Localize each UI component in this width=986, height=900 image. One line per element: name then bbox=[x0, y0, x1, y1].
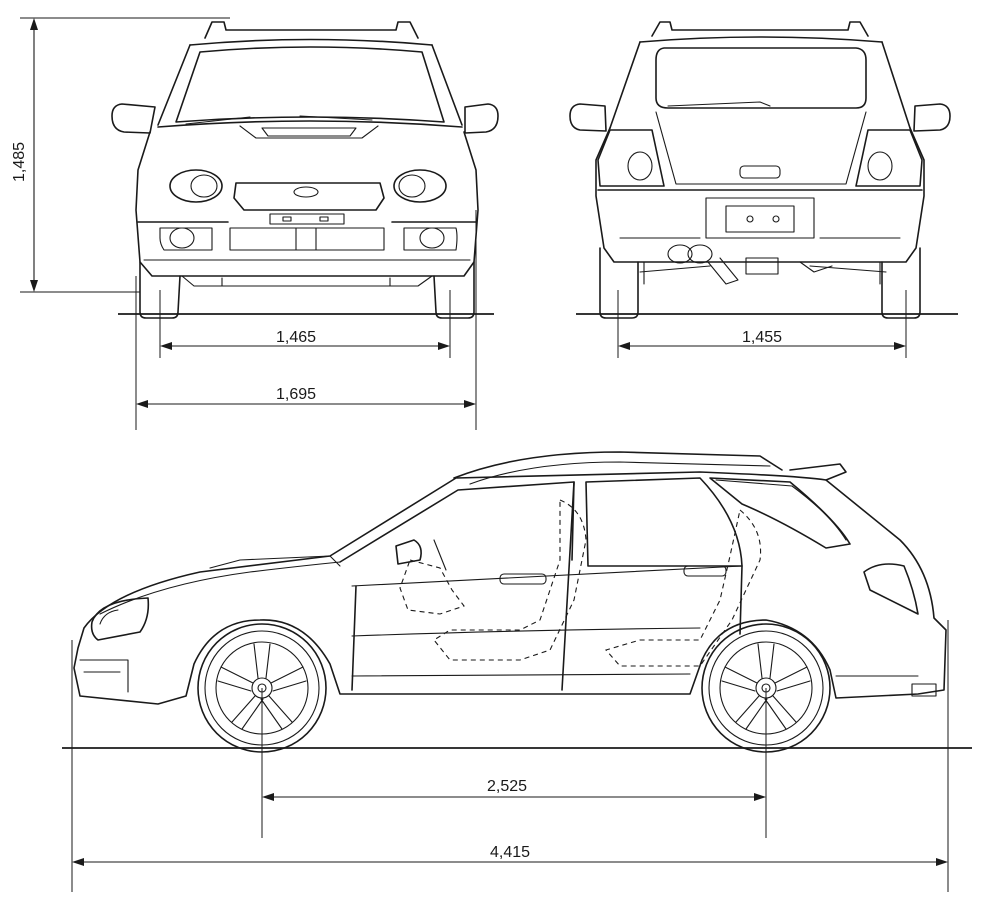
width-label: 1,695 bbox=[276, 386, 316, 403]
side-view bbox=[73, 451, 947, 753]
rear-track-label: 1,455 bbox=[742, 329, 782, 346]
front-track-dimension: 1,465 bbox=[159, 290, 451, 358]
length-dimension: 4,415 bbox=[71, 620, 949, 892]
front-view bbox=[111, 21, 499, 319]
rear-track-dimension: 1,455 bbox=[617, 290, 907, 358]
width-dimension: 1,695 bbox=[135, 210, 477, 430]
wheelbase-label: 2,525 bbox=[487, 778, 527, 795]
wheelbase-dimension: 2,525 bbox=[261, 688, 767, 838]
length-label: 4,415 bbox=[490, 844, 530, 861]
rear-view bbox=[569, 21, 951, 319]
front-track-label: 1,465 bbox=[276, 329, 316, 346]
height-label: 1,485 bbox=[11, 142, 28, 182]
height-dimension: 1,485 bbox=[11, 17, 230, 293]
